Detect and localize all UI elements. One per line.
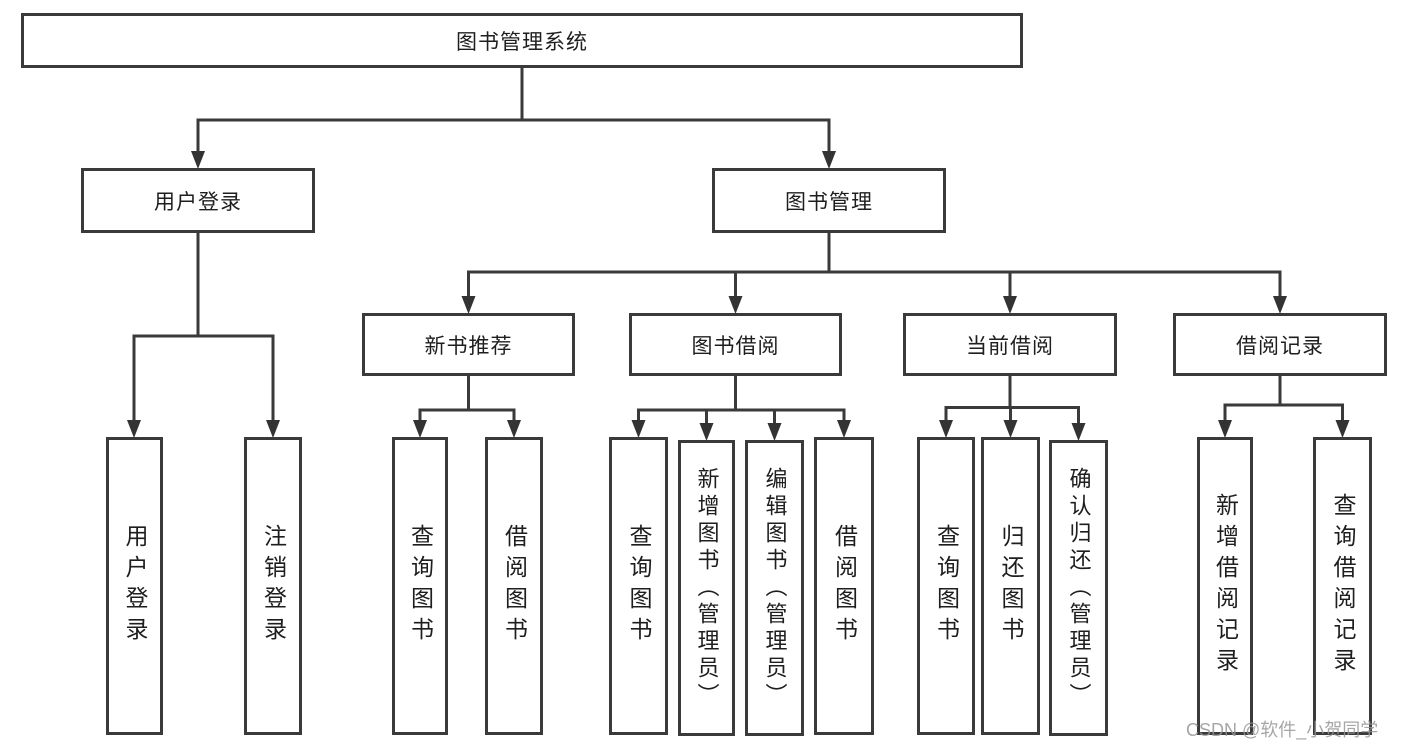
- leaf-newbooks-query-books: 查询图书: [392, 437, 448, 735]
- leaf-newbooks-borrow-books: 借阅图书: [485, 437, 543, 735]
- node-new-book-recommendation-label: 新书推荐: [424, 334, 513, 358]
- leaf-current-return-books: 归还图书: [981, 437, 1040, 735]
- root-node-library-management-system: 图书管理系统: [21, 13, 1023, 68]
- leaf-borrowing-borrow-books: 借阅图书: [814, 437, 874, 735]
- leaf-newbooks-borrow-books-label: 借阅图书: [501, 524, 528, 648]
- root-node-label: 图书管理系统: [456, 30, 588, 54]
- leaf-newbooks-query-books-label: 查询图书: [407, 524, 434, 648]
- leaf-current-return-books-label: 归还图书: [998, 524, 1024, 648]
- node-borrowing-records-label: 借阅记录: [1236, 334, 1324, 358]
- leaf-borrowing-query-books: 查询图书: [609, 437, 668, 735]
- leaf-borrowing-edit-books-admin: 编辑图书（管理员）: [745, 440, 804, 736]
- leaf-borrowing-edit-books-admin-label: 编辑图书（管理员）: [762, 466, 788, 710]
- leaf-current-query-books-label: 查询图书: [933, 524, 960, 648]
- node-user-login: 用户登录: [81, 168, 315, 233]
- leaf-user-login: 用户登录: [106, 437, 163, 735]
- node-book-management-label: 图书管理: [785, 190, 873, 214]
- node-user-login-label: 用户登录: [154, 190, 242, 214]
- leaf-records-add-borrow-record: 新增借阅记录: [1197, 437, 1253, 735]
- leaf-borrowing-add-books-admin-label: 新增图书（管理员）: [694, 466, 720, 710]
- node-borrowing-records: 借阅记录: [1173, 313, 1387, 376]
- leaf-records-query-borrow-record-label: 查询借阅记录: [1330, 493, 1356, 679]
- leaf-current-query-books: 查询图书: [917, 437, 975, 735]
- leaf-borrowing-borrow-books-label: 借阅图书: [831, 524, 858, 648]
- leaf-borrowing-query-books-label: 查询图书: [626, 524, 652, 648]
- leaf-borrowing-add-books-admin: 新增图书（管理员）: [678, 440, 735, 736]
- leaf-records-add-borrow-record-label: 新增借阅记录: [1212, 493, 1239, 679]
- leaf-logout-label: 注销登录: [260, 524, 287, 648]
- node-book-management: 图书管理: [712, 168, 946, 233]
- node-book-borrowing: 图书借阅: [629, 313, 842, 376]
- leaf-user-login-label: 用户登录: [122, 524, 148, 648]
- node-current-borrowing-label: 当前借阅: [966, 334, 1054, 358]
- leaf-records-query-borrow-record: 查询借阅记录: [1313, 437, 1372, 735]
- node-new-book-recommendation: 新书推荐: [362, 313, 575, 376]
- node-current-borrowing: 当前借阅: [903, 313, 1117, 376]
- leaf-logout: 注销登录: [244, 437, 302, 735]
- node-book-borrowing-label: 图书借阅: [691, 334, 780, 358]
- csdn-watermark: CSDN @软件_小贺同学: [1186, 720, 1379, 740]
- leaf-current-confirm-return-admin-label: 确认归还（管理员）: [1066, 466, 1092, 710]
- leaf-current-confirm-return-admin: 确认归还（管理员）: [1049, 440, 1108, 736]
